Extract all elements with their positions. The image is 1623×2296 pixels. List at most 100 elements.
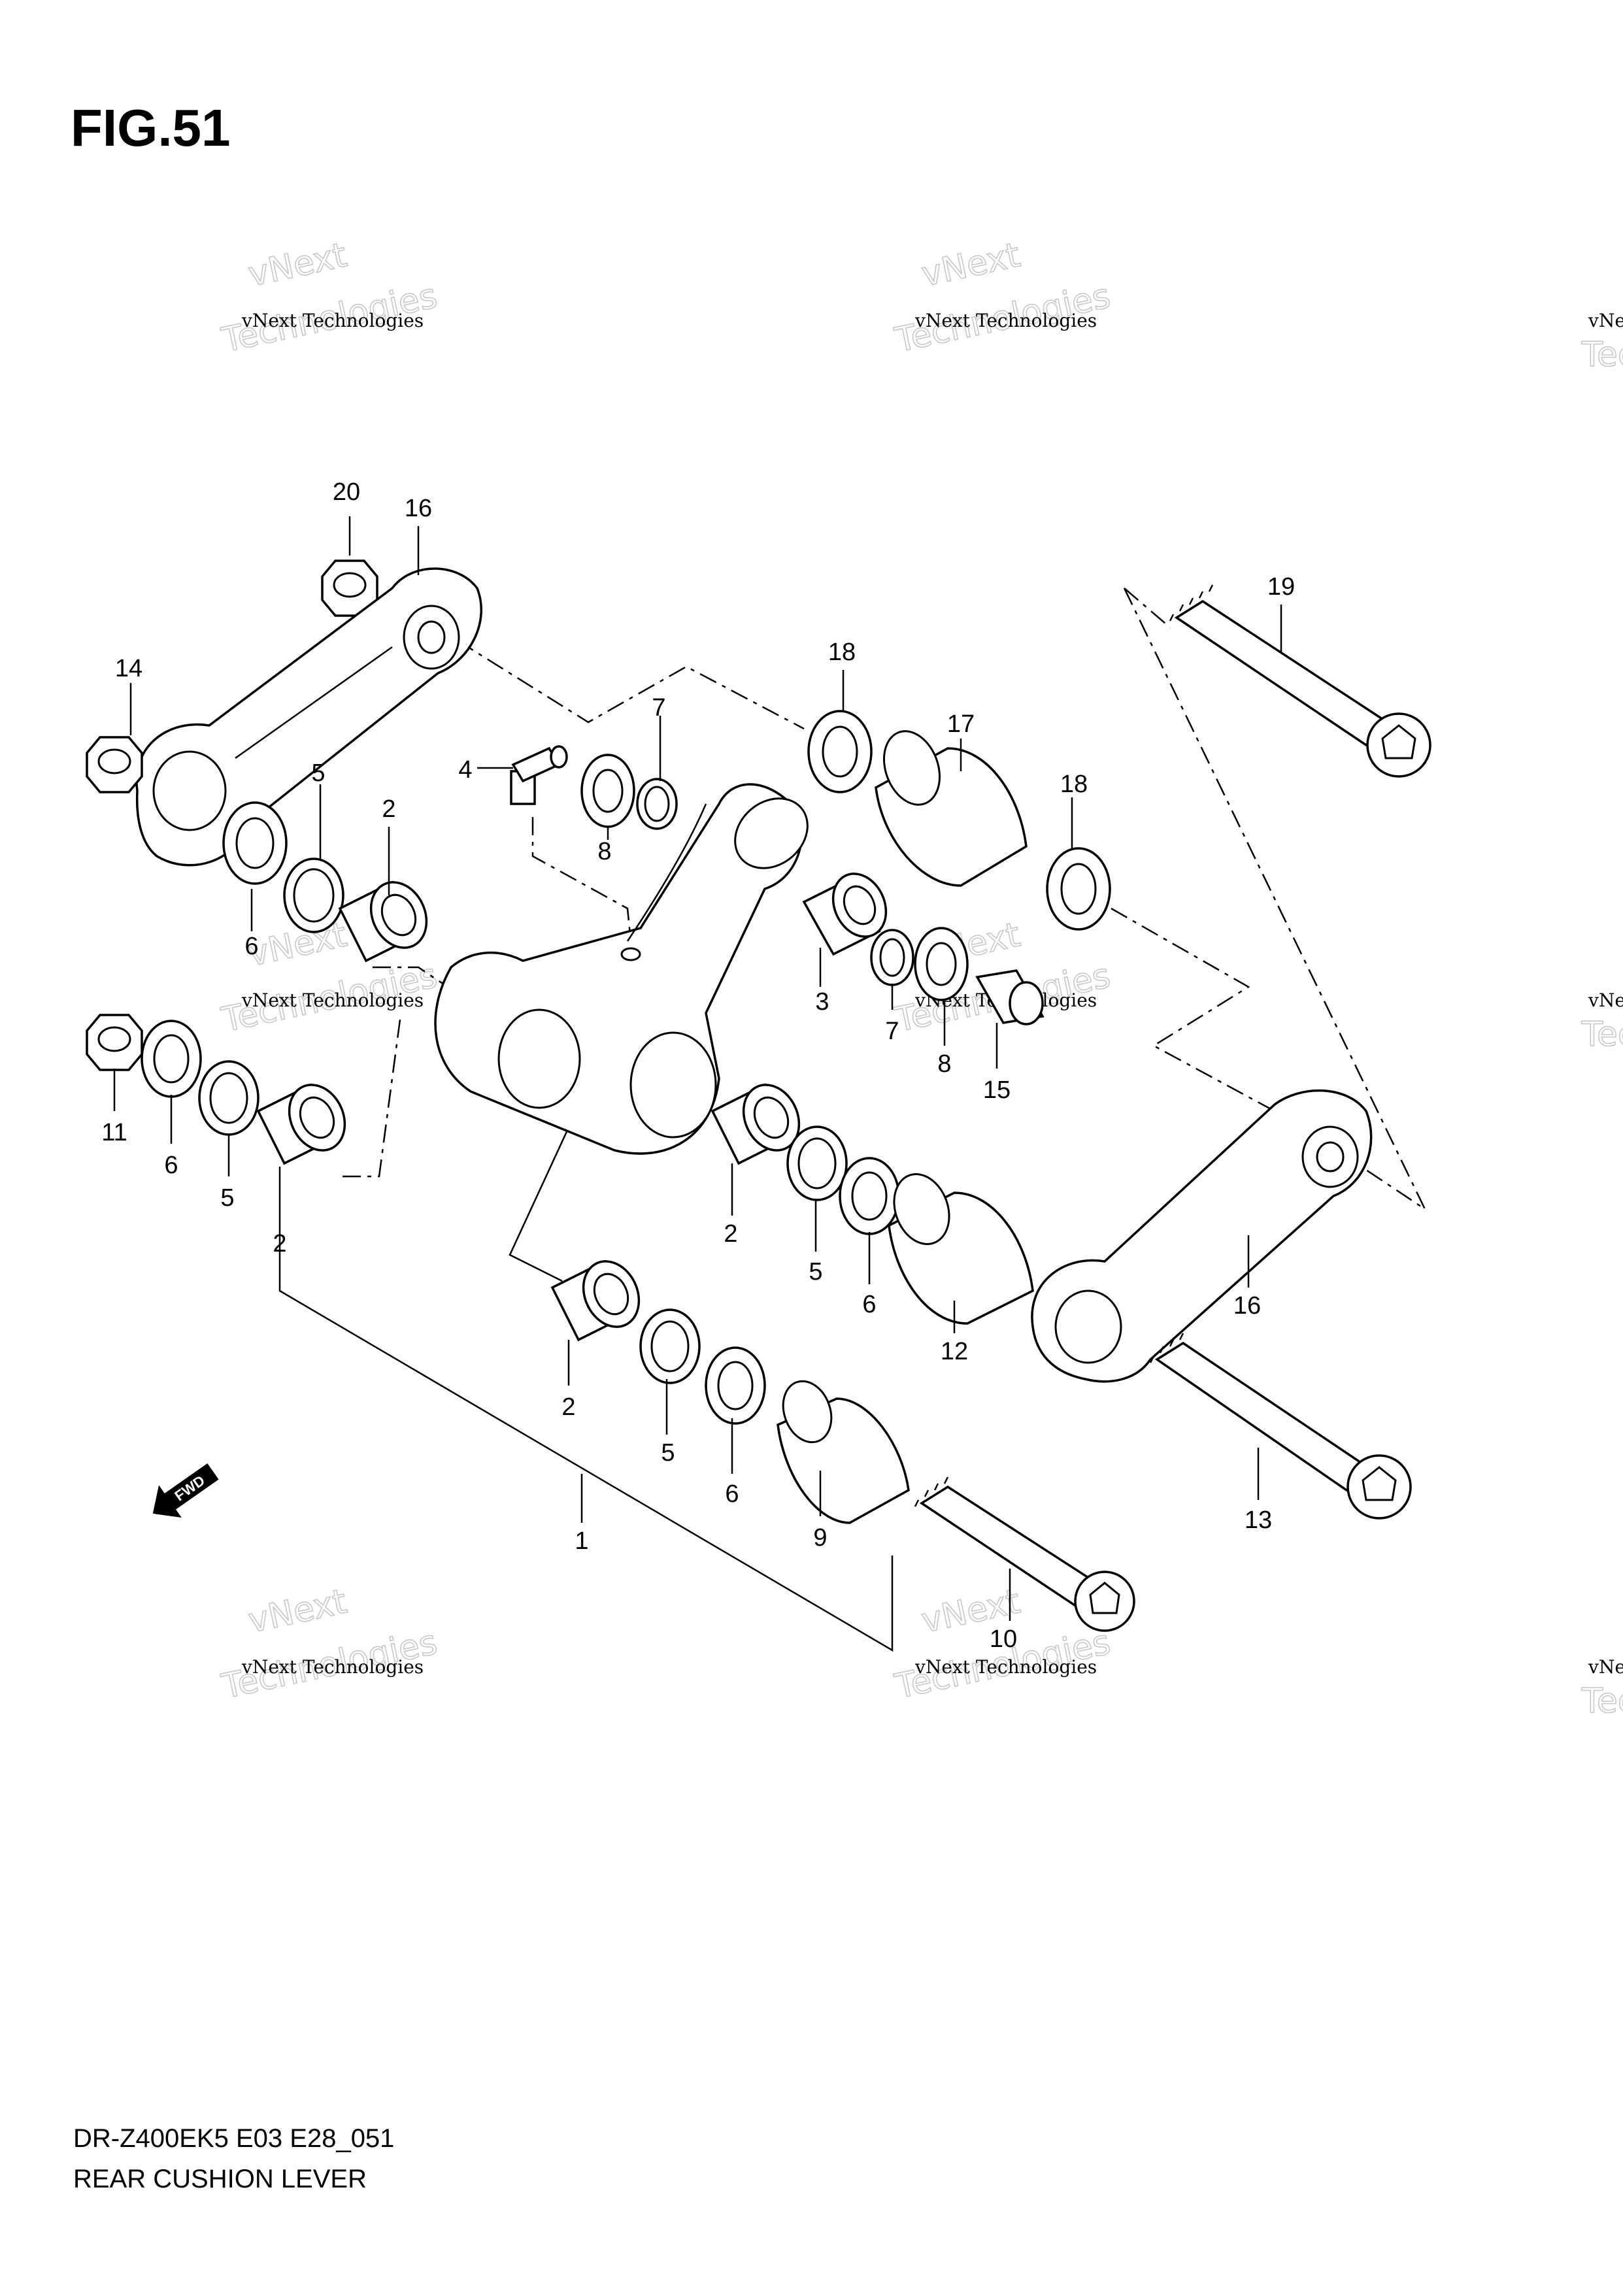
callout-8: 8 [937, 1050, 951, 1078]
callout-5: 5 [661, 1439, 675, 1467]
bearing-2-upper [338, 880, 428, 963]
callout-5: 5 [220, 1184, 234, 1212]
watermark: vNext Technologies vNext Technologies [218, 1582, 441, 1708]
callout-11: 11 [101, 1119, 127, 1146]
connecting-rod-16-upper [135, 567, 483, 867]
svg-text:Tec: Tec [1581, 335, 1623, 374]
svg-text:vNext: vNext [245, 1582, 350, 1640]
watermark: Tec vNe [1581, 310, 1623, 375]
callout-19: 19 [1267, 573, 1295, 601]
connecting-rod-16-lower [1031, 1089, 1373, 1383]
seal-5-center [786, 1125, 848, 1201]
svg-text:vNext Technologies: vNext Technologies [914, 310, 1097, 331]
callout-5: 5 [311, 759, 325, 787]
callout-15: 15 [983, 1076, 1011, 1104]
washer-6-center [839, 1157, 900, 1235]
svg-text:Tec: Tec [1581, 1682, 1623, 1721]
svg-text:vNext Technologies: vNext Technologies [241, 990, 424, 1011]
callout-13: 13 [1245, 1506, 1272, 1534]
callout-10: 10 [990, 1625, 1017, 1653]
washer-18-lower [1046, 847, 1111, 931]
callout-7: 7 [652, 694, 665, 722]
washer-8-upper [580, 754, 635, 828]
cushion-lever-1 [434, 783, 809, 1155]
seal-5-upper [283, 857, 344, 933]
bearing-2-lower [550, 1259, 641, 1342]
svg-text:vNext Technologies: vNext Technologies [241, 310, 424, 331]
bolt-13 [1149, 1333, 1412, 1520]
bolt-10 [914, 1476, 1135, 1632]
bearing-2-center [711, 1083, 801, 1165]
callout-16: 16 [405, 495, 432, 522]
svg-text:vNext: vNext [245, 235, 350, 294]
nut-11 [86, 1014, 143, 1071]
callout-16: 16 [1233, 1292, 1261, 1320]
svg-text:Tec: Tec [1581, 1015, 1623, 1054]
callout-9: 9 [813, 1524, 827, 1552]
washer-6-upper [222, 801, 288, 885]
assembly-line [1124, 588, 1171, 628]
washer-6-left [141, 1020, 202, 1098]
assembly-line [509, 1084, 590, 1282]
callout-6: 6 [244, 933, 258, 960]
washer-8-lower [914, 927, 969, 1001]
washer-18-upper [807, 710, 873, 793]
callout-17: 17 [947, 710, 975, 738]
callout-2: 2 [561, 1393, 575, 1421]
callout-leaders [113, 516, 1282, 1621]
figure-title: FIG.51 [71, 99, 231, 157]
callout-5: 5 [809, 1258, 822, 1286]
callout-18: 18 [1060, 771, 1088, 798]
fwd-arrow-icon: FWD [152, 1463, 219, 1518]
svg-text:vNe: vNe [1588, 1656, 1623, 1678]
assembly-line [337, 1019, 401, 1178]
nut-14 [86, 736, 143, 793]
callout-8: 8 [597, 838, 611, 865]
svg-text:vNe: vNe [1588, 310, 1623, 331]
svg-text:vNext Technologies: vNext Technologies [241, 1656, 424, 1678]
callout-6: 6 [164, 1152, 178, 1179]
assembly-line [1123, 588, 1428, 1212]
seal-5-lower [639, 1308, 701, 1384]
callout-4: 4 [458, 756, 472, 784]
callout-20: 20 [333, 478, 360, 506]
spacer-15 [975, 969, 1045, 1025]
model-code: DR-Z400EK5 E03 E28_051 [73, 2124, 395, 2153]
callout-18: 18 [828, 639, 856, 666]
watermark: vNext Technologies vNext Technologies [891, 235, 1114, 361]
callout-2: 2 [724, 1220, 737, 1248]
grease-nipple-4 [510, 745, 568, 805]
washer-6-lower [705, 1346, 766, 1425]
spacer-12 [888, 1173, 1034, 1325]
callout-1: 1 [575, 1527, 588, 1555]
spacer-9 [777, 1380, 910, 1524]
callout-3: 3 [815, 988, 829, 1016]
watermark: Tec vNe [1581, 990, 1623, 1055]
callout-2: 2 [382, 795, 395, 823]
assembly-line [457, 639, 805, 730]
seal-5-left [198, 1060, 259, 1136]
callout-labels: 20 16 19 14 18 7 17 4 5 2 8 18 6 3 7 8 1… [101, 478, 1295, 1653]
o-ring-7-lower [870, 929, 914, 986]
callout-14: 14 [115, 655, 142, 682]
figure-caption: REAR CUSHION LEVER [73, 2165, 367, 2193]
svg-text:vNext: vNext [918, 235, 1024, 294]
bolt-19 [1169, 584, 1431, 778]
callout-7: 7 [885, 1018, 899, 1045]
o-ring-7-upper [636, 778, 678, 830]
assembly-bracket [278, 1229, 894, 1652]
bearing-2-left [256, 1083, 346, 1165]
callout-6: 6 [862, 1291, 876, 1318]
callout-6: 6 [725, 1480, 739, 1508]
assembly-line [1111, 907, 1275, 1112]
assembly-line [531, 817, 632, 942]
svg-text:vNe: vNe [1588, 990, 1623, 1011]
watermark: Tec vNe [1581, 1656, 1623, 1722]
callout-2: 2 [273, 1230, 286, 1257]
callout-12: 12 [941, 1338, 968, 1365]
watermark: vNext Technologies vNext Technologies [218, 235, 441, 361]
svg-text:vNext Technologies: vNext Technologies [914, 1656, 1097, 1678]
bearing-3 [802, 873, 888, 956]
assembly-lines [278, 588, 1428, 1652]
